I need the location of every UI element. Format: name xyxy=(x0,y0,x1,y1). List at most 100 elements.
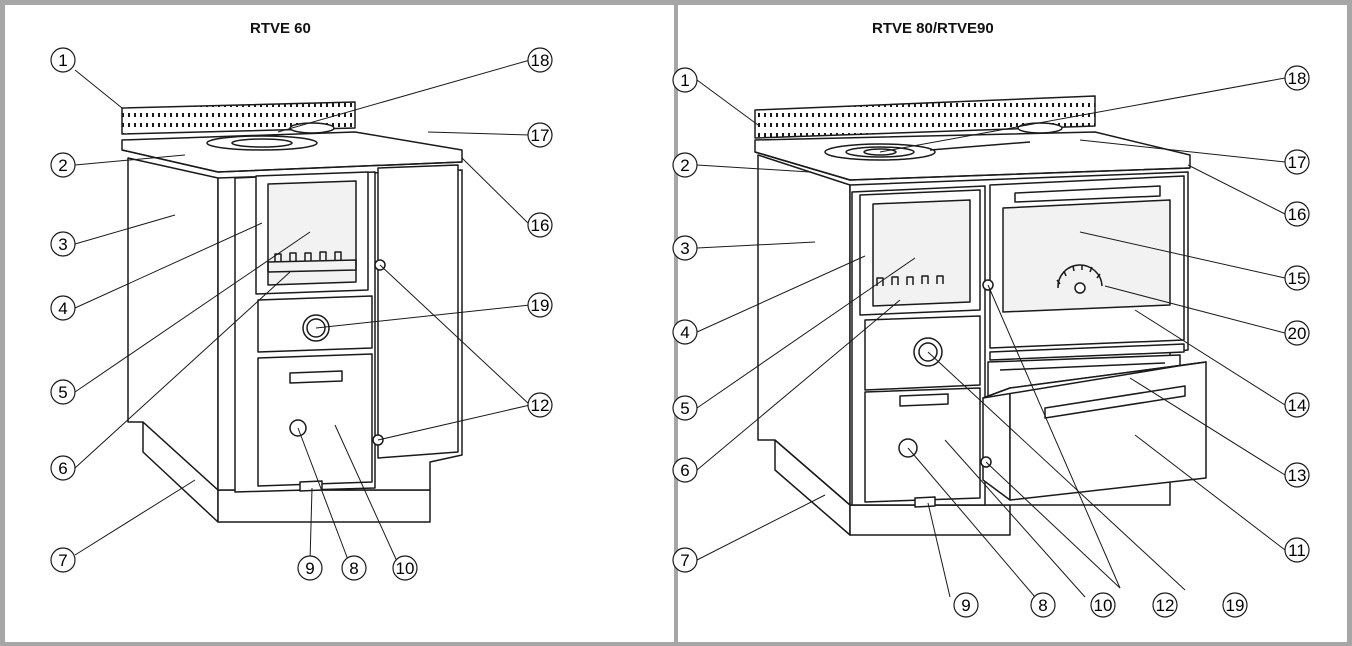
panel-divider xyxy=(674,0,678,646)
svg-text:14: 14 xyxy=(1288,396,1307,415)
svg-text:17: 17 xyxy=(1288,153,1307,172)
callout-right-4: 4 xyxy=(672,319,698,345)
callout-left-17: 17 xyxy=(527,122,553,148)
callout-right-17: 17 xyxy=(1284,149,1310,175)
side-panel xyxy=(757,154,851,506)
callout-left-4: 4 xyxy=(50,295,76,321)
foot-lever xyxy=(914,496,936,508)
callout-right-1: 1 xyxy=(672,67,698,93)
callout-left-8: 8 xyxy=(341,555,367,581)
door-handle xyxy=(899,393,949,407)
callout-right-12: 12 xyxy=(1152,592,1178,618)
svg-text:3: 3 xyxy=(680,239,689,258)
storage-drawer-top xyxy=(982,361,1207,399)
left-panel-title: RTVE 60 xyxy=(250,20,311,37)
callouts-left xyxy=(74,59,531,569)
round-lid xyxy=(289,122,335,134)
svg-text:8: 8 xyxy=(349,559,358,578)
callout-right-13: 13 xyxy=(1284,462,1310,488)
svg-text:6: 6 xyxy=(58,459,67,478)
stove-rtve80 xyxy=(754,95,1207,536)
hob-top xyxy=(754,131,1191,181)
oven-handle xyxy=(1014,185,1161,203)
callout-left-16: 16 xyxy=(527,212,553,238)
svg-text:1: 1 xyxy=(680,71,689,90)
svg-text:6: 6 xyxy=(680,461,689,480)
svg-text:12: 12 xyxy=(531,396,550,415)
svg-text:18: 18 xyxy=(1288,69,1307,88)
svg-text:20: 20 xyxy=(1288,324,1307,343)
svg-text:3: 3 xyxy=(58,235,67,254)
svg-text:11: 11 xyxy=(1288,541,1306,560)
callout-right-15: 15 xyxy=(1284,265,1310,291)
callout-right-11: 11 xyxy=(1284,537,1310,563)
svg-text:9: 9 xyxy=(961,596,970,615)
callouts-right xyxy=(696,77,1286,598)
svg-text:8: 8 xyxy=(1038,596,1047,615)
callout-left-6: 6 xyxy=(50,455,76,481)
svg-text:2: 2 xyxy=(58,156,67,175)
svg-text:2: 2 xyxy=(680,156,689,175)
oven-window xyxy=(1002,199,1171,313)
side-panel xyxy=(127,157,219,491)
hob-top xyxy=(121,131,463,173)
callout-right-10: 10 xyxy=(1090,592,1116,618)
backsplash xyxy=(754,95,1096,139)
svg-text:12: 12 xyxy=(1156,596,1175,615)
oven-panel xyxy=(989,343,1185,361)
fire-window xyxy=(872,199,971,307)
stove-rtve60 xyxy=(121,101,463,523)
callout-left-2: 2 xyxy=(50,152,76,178)
callout-right-19: 19 xyxy=(1222,592,1248,618)
callout-right-14: 14 xyxy=(1284,392,1310,418)
svg-text:18: 18 xyxy=(531,51,550,70)
svg-text:7: 7 xyxy=(58,551,67,570)
oven-door xyxy=(377,164,459,459)
callout-left-5: 5 xyxy=(50,379,76,405)
callout-left-19: 19 xyxy=(527,292,553,318)
callout-right-16: 16 xyxy=(1284,201,1310,227)
lower-door xyxy=(864,387,981,503)
callout-left-9: 9 xyxy=(297,555,323,581)
door-handle xyxy=(289,370,343,384)
svg-text:9: 9 xyxy=(305,559,314,578)
callout-left-3: 3 xyxy=(50,231,76,257)
svg-text:4: 4 xyxy=(58,299,67,318)
callout-right-9: 9 xyxy=(953,592,979,618)
callout-right-8: 8 xyxy=(1030,592,1056,618)
callout-left-12: 12 xyxy=(527,392,553,418)
svg-text:19: 19 xyxy=(531,296,550,315)
svg-text:5: 5 xyxy=(680,399,689,418)
svg-text:5: 5 xyxy=(58,383,67,402)
hotplate-ring xyxy=(206,135,318,151)
fire-window xyxy=(267,180,357,286)
svg-text:16: 16 xyxy=(1288,205,1307,224)
callout-right-6: 6 xyxy=(672,457,698,483)
callout-left-7: 7 xyxy=(50,547,76,573)
callout-left-10: 10 xyxy=(392,555,418,581)
svg-text:19: 19 xyxy=(1226,596,1245,615)
callout-right-3: 3 xyxy=(672,235,698,261)
callout-right-5: 5 xyxy=(672,395,698,421)
svg-text:13: 13 xyxy=(1288,466,1307,485)
svg-text:16: 16 xyxy=(531,216,550,235)
right-panel-title: RTVE 80/RTVE90 xyxy=(872,20,994,37)
svg-text:7: 7 xyxy=(680,551,689,570)
callout-right-20: 20 xyxy=(1284,320,1310,346)
svg-text:10: 10 xyxy=(396,559,415,578)
svg-text:17: 17 xyxy=(531,126,550,145)
svg-text:1: 1 xyxy=(58,51,67,70)
storage-drawer-side xyxy=(982,387,1011,501)
callout-left-1: 1 xyxy=(50,47,76,73)
thermometer-gauge xyxy=(1057,264,1103,289)
svg-text:10: 10 xyxy=(1094,596,1113,615)
callout-right-7: 7 xyxy=(672,547,698,573)
grate xyxy=(267,259,357,273)
callout-right-2: 2 xyxy=(672,152,698,178)
callout-left-18: 18 xyxy=(527,47,553,73)
lower-door xyxy=(257,353,373,487)
svg-text:15: 15 xyxy=(1288,269,1307,288)
round-lid xyxy=(1017,122,1063,134)
callout-right-18: 18 xyxy=(1284,65,1310,91)
